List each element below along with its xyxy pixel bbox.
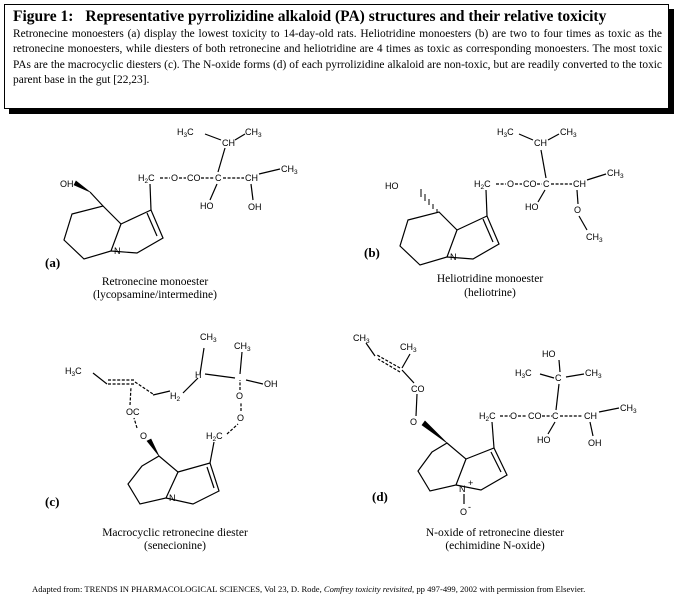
citation-article-title: Comfrey toxicity revisited bbox=[323, 584, 413, 594]
panel-label-c: (c) bbox=[45, 494, 59, 509]
methyl-label-d5: CH3 bbox=[620, 403, 637, 415]
ch-label-c: H bbox=[195, 370, 202, 380]
carbonyl-label-a: CO bbox=[187, 173, 201, 183]
hydroxyl-label-d2: HO bbox=[537, 435, 551, 445]
compound-name-b: Heliotridine monoester bbox=[437, 273, 544, 285]
ester-oxygen-label-d1: O bbox=[410, 417, 417, 427]
nitrogen-label-b: N bbox=[450, 252, 457, 262]
quaternary-carbon-label-d: C bbox=[552, 411, 559, 421]
compound-name-c: Macrocyclic retronecine diester bbox=[102, 527, 248, 539]
structure-a: OH N H2C O CO C CH CH H3C CH3 HO CH3 OH … bbox=[45, 127, 298, 301]
figure-label: Figure 1: bbox=[13, 8, 74, 25]
hydroxyl-label-a: OH bbox=[60, 179, 74, 189]
quaternary-carbon-label-b: C bbox=[543, 179, 550, 189]
top-carbon-label-d: C bbox=[555, 373, 562, 383]
compound-subname-c: (senecionine) bbox=[144, 540, 206, 552]
nitrogen-label-a: N bbox=[114, 246, 121, 256]
quaternary-carbon-label-a: C bbox=[215, 173, 222, 183]
methylene-label-a: H2C bbox=[138, 173, 155, 185]
ester-oxygen-label-d2: O bbox=[510, 411, 517, 421]
methyl-label-d4: CH3 bbox=[585, 368, 602, 380]
methylene-label-d: H2C bbox=[479, 411, 496, 423]
citation-footer: Adapted from: TRENDS IN PHARMACOLOGICAL … bbox=[32, 584, 677, 594]
ch-label-b: CH bbox=[573, 179, 586, 189]
methylene-label-b: H2C bbox=[474, 179, 491, 191]
carbonyl-label-c1: OC bbox=[126, 407, 140, 417]
compound-name-d: N-oxide of retronecine diester bbox=[426, 527, 564, 539]
isopropyl-ch-label-a: CH bbox=[222, 138, 235, 148]
hydroxyl-label-d1: HO bbox=[542, 349, 556, 359]
methyl-label-d2: CH3 bbox=[400, 342, 417, 354]
methyl-label-a2: CH3 bbox=[245, 127, 262, 139]
methoxy-methyl-label-b: CH3 bbox=[586, 232, 603, 244]
methyl-label-a3: CH3 bbox=[281, 164, 298, 176]
hydroxyl-label-a2: HO bbox=[200, 201, 214, 211]
panel-label-b: (b) bbox=[364, 245, 380, 260]
compound-subname-b: (heliotrine) bbox=[464, 287, 516, 299]
methyl-label-c1: H3C bbox=[65, 366, 82, 378]
carbonyl-label-d2: CO bbox=[528, 411, 542, 421]
compound-name-a: Retronecine monoester bbox=[102, 276, 209, 288]
figure-caption-text: Retronecine monoesters (a) display the l… bbox=[13, 28, 662, 87]
structure-c: N O OC H2C O O H3C H2 CH3 CH3 OH H (c) M… bbox=[45, 332, 278, 552]
nitrogen-label-d: N bbox=[459, 484, 466, 494]
methyl-label-d1: CH3 bbox=[353, 333, 370, 345]
panel-label-d: (d) bbox=[372, 489, 388, 504]
hydroxyl-label-a3: OH bbox=[248, 202, 262, 212]
figure-title: Figure 1: Representative pyrrolizidine al… bbox=[13, 8, 662, 26]
methyl-label-a1: H3C bbox=[177, 127, 194, 139]
ch-label-d: CH bbox=[584, 411, 597, 421]
compound-subname-a: (lycopsamine/intermedine) bbox=[93, 289, 217, 301]
ester-oxygen-label-c1: O bbox=[140, 431, 147, 441]
n-oxide-charge-d: - bbox=[468, 502, 471, 512]
carbonyl-label-b: CO bbox=[523, 179, 537, 189]
citation-prefix: Adapted from: TRENDS IN PHARMACOLOGICAL … bbox=[32, 584, 324, 594]
ester-oxygen-label-b: O bbox=[507, 179, 514, 189]
n-oxide-label-d: O bbox=[460, 507, 467, 517]
compound-subname-d: (echimidine N-oxide) bbox=[445, 540, 544, 552]
methyl-label-c2: CH3 bbox=[200, 332, 217, 344]
methyl-label-b3: CH3 bbox=[607, 168, 624, 180]
ester-oxygen-label-c2: O bbox=[237, 413, 244, 423]
structure-d: N + O - O CO CH3 CH3 H2C O CO C CH C HO … bbox=[353, 333, 637, 552]
hydroxyl-label-b2: HO bbox=[525, 202, 539, 212]
ester-oxygen-label-a: O bbox=[171, 173, 178, 183]
methyl-label-b2: CH3 bbox=[560, 127, 577, 139]
citation-suffix: , pp 497-499, 2002 with permission from … bbox=[412, 584, 586, 594]
methyl-label-c3: CH3 bbox=[234, 341, 251, 353]
methoxy-oxygen-label-b: O bbox=[574, 205, 581, 215]
isopropyl-ch-label-b: CH bbox=[534, 138, 547, 148]
methyl-label-b1: H3C bbox=[497, 127, 514, 139]
ch-label-a: CH bbox=[245, 173, 258, 183]
carbonyl-label-d1: CO bbox=[411, 384, 425, 394]
hydroxyl-label-d3: OH bbox=[588, 438, 602, 448]
figure-title-text: Representative pyrrolizidine alkaloid (P… bbox=[85, 8, 607, 25]
structure-b: HO N H2C O CO C CH CH H3C CH3 HO CH3 O C… bbox=[364, 127, 624, 299]
methyl-label-d3: H3C bbox=[515, 368, 532, 380]
figure-caption-box: Figure 1: Representative pyrrolizidine al… bbox=[4, 4, 669, 109]
nitrogen-charge-d: + bbox=[468, 478, 473, 488]
chemical-structures-diagram: OH N H2C O CO C CH CH H3C CH3 HO CH3 OH … bbox=[45, 127, 637, 552]
hydroxyl-label-c: OH bbox=[264, 379, 278, 389]
nitrogen-label-c: N bbox=[169, 493, 176, 503]
methylene-label-c2: H2 bbox=[170, 391, 181, 403]
panel-label-a: (a) bbox=[45, 255, 60, 270]
ester-oxygen-label-c3: O bbox=[236, 391, 243, 401]
methylene-label-c: H2C bbox=[206, 431, 223, 443]
hydroxyl-label-b: HO bbox=[385, 181, 399, 191]
